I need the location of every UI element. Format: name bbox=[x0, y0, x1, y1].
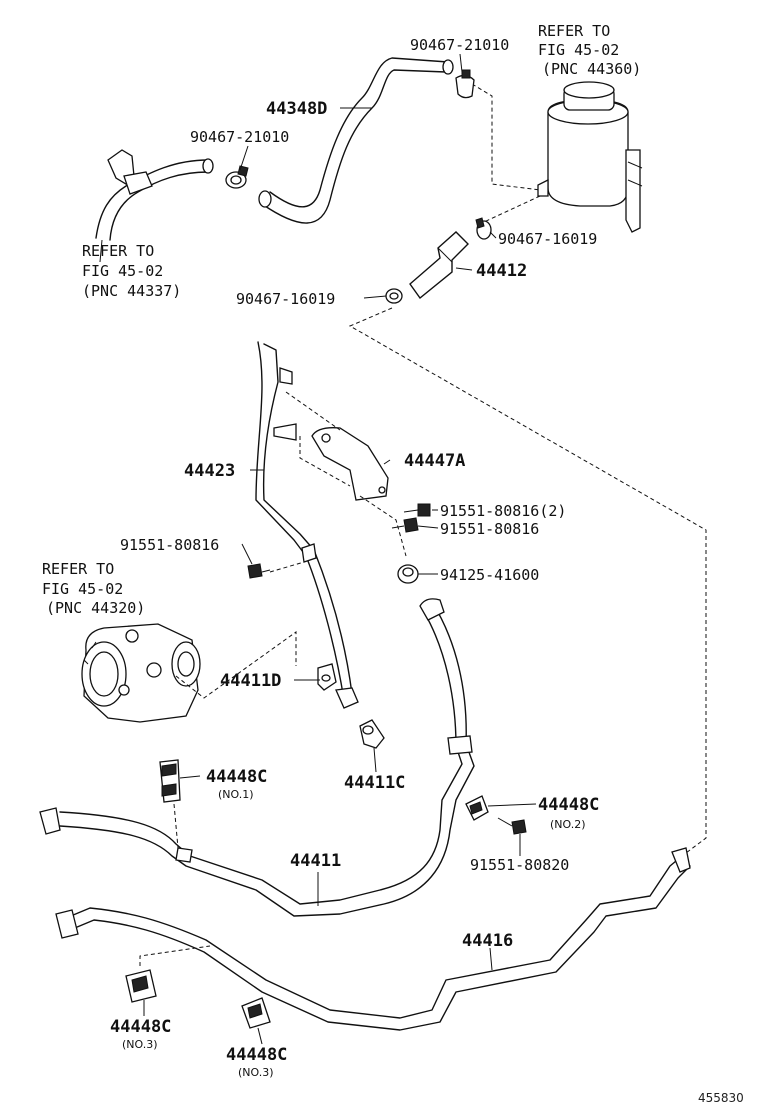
refer-reservoir-line1: REFER TO bbox=[538, 22, 610, 40]
label-94125-41600: 94125-41600 bbox=[440, 566, 539, 584]
label-44411d: 44411D bbox=[220, 671, 281, 691]
refer-left-line1: REFER TO bbox=[82, 242, 154, 260]
label-90467-21010-left: 90467-21010 bbox=[190, 128, 289, 146]
hose-44348d[interactable] bbox=[258, 57, 454, 224]
refer-pump-line2: FIG 45-02 bbox=[42, 580, 123, 598]
label-no2: (NO.2) bbox=[550, 818, 586, 831]
bolt-80816-a[interactable] bbox=[403, 503, 431, 517]
label-44448c-no3b: 44448C bbox=[226, 1045, 287, 1065]
reservoir-tank[interactable] bbox=[537, 81, 643, 233]
clamp-44448c-no1[interactable] bbox=[159, 759, 181, 803]
label-no3b: (NO.3) bbox=[238, 1066, 274, 1079]
label-44423: 44423 bbox=[184, 461, 235, 481]
label-91551-80816-left: 91551-80816 bbox=[120, 536, 219, 554]
hose-44412[interactable] bbox=[409, 231, 469, 300]
power-steering-pump[interactable] bbox=[81, 623, 201, 723]
clamp-44448c-no2[interactable] bbox=[465, 795, 489, 821]
return-tube-44411[interactable] bbox=[39, 598, 475, 917]
bolt-80816-b[interactable] bbox=[391, 517, 419, 533]
label-91551-80816-2: 91551-80816(2) bbox=[440, 502, 566, 520]
label-44448c-no1: 44448C bbox=[206, 767, 267, 787]
label-91551-80820: 91551-80820 bbox=[470, 856, 569, 874]
refer-reservoir-line2: FIG 45-02 bbox=[538, 41, 619, 59]
union-bolt-44411c[interactable] bbox=[359, 719, 385, 749]
diagram-id: 455830 bbox=[698, 1091, 744, 1105]
refer-left-line3: (PNC 44337) bbox=[82, 282, 181, 300]
label-44448c-no2: 44448C bbox=[538, 795, 599, 815]
label-91551-80816-b: 91551-80816 bbox=[440, 520, 539, 538]
refer-reservoir-line3: (PNC 44360) bbox=[542, 60, 641, 78]
hose-clamp-16019-right[interactable] bbox=[475, 217, 492, 240]
label-90467-16019-right: 90467-16019 bbox=[498, 230, 597, 248]
return-tube-44416[interactable] bbox=[55, 847, 691, 1031]
refer-pump-line1: REFER TO bbox=[42, 560, 114, 578]
clamp-44448c-no3b[interactable] bbox=[241, 997, 271, 1029]
hose-clamp-21010-top[interactable] bbox=[455, 69, 475, 99]
grommet-41600[interactable] bbox=[397, 564, 419, 584]
bolt-80816-left[interactable] bbox=[247, 563, 271, 579]
refer-left-line2: FIG 45-02 bbox=[82, 262, 163, 280]
label-44447a: 44447A bbox=[404, 451, 465, 471]
label-44412: 44412 bbox=[476, 261, 527, 281]
pressure-tube-44423[interactable] bbox=[255, 341, 359, 709]
label-44416: 44416 bbox=[462, 931, 513, 951]
label-no1: (NO.1) bbox=[218, 788, 254, 801]
label-44411c: 44411C bbox=[344, 773, 405, 793]
bracket-44447a[interactable] bbox=[311, 427, 389, 501]
hose-refer-44337 bbox=[95, 149, 214, 241]
label-no3a: (NO.3) bbox=[122, 1038, 158, 1051]
union-44411d[interactable] bbox=[317, 663, 337, 691]
bolt-80820[interactable] bbox=[497, 817, 527, 835]
label-44348d: 44348D bbox=[266, 99, 327, 119]
label-44411: 44411 bbox=[290, 851, 341, 871]
label-90467-16019-left: 90467-16019 bbox=[236, 290, 335, 308]
label-44448c-no3a: 44448C bbox=[110, 1017, 171, 1037]
label-90467-21010-top: 90467-21010 bbox=[410, 36, 509, 54]
clamp-44448c-no3a[interactable] bbox=[125, 969, 157, 1003]
refer-pump-line3: (PNC 44320) bbox=[46, 599, 145, 617]
hose-clamp-21010-left[interactable] bbox=[225, 165, 249, 189]
hose-clamp-16019-left[interactable] bbox=[385, 288, 403, 304]
leader-lines bbox=[99, 53, 537, 1045]
